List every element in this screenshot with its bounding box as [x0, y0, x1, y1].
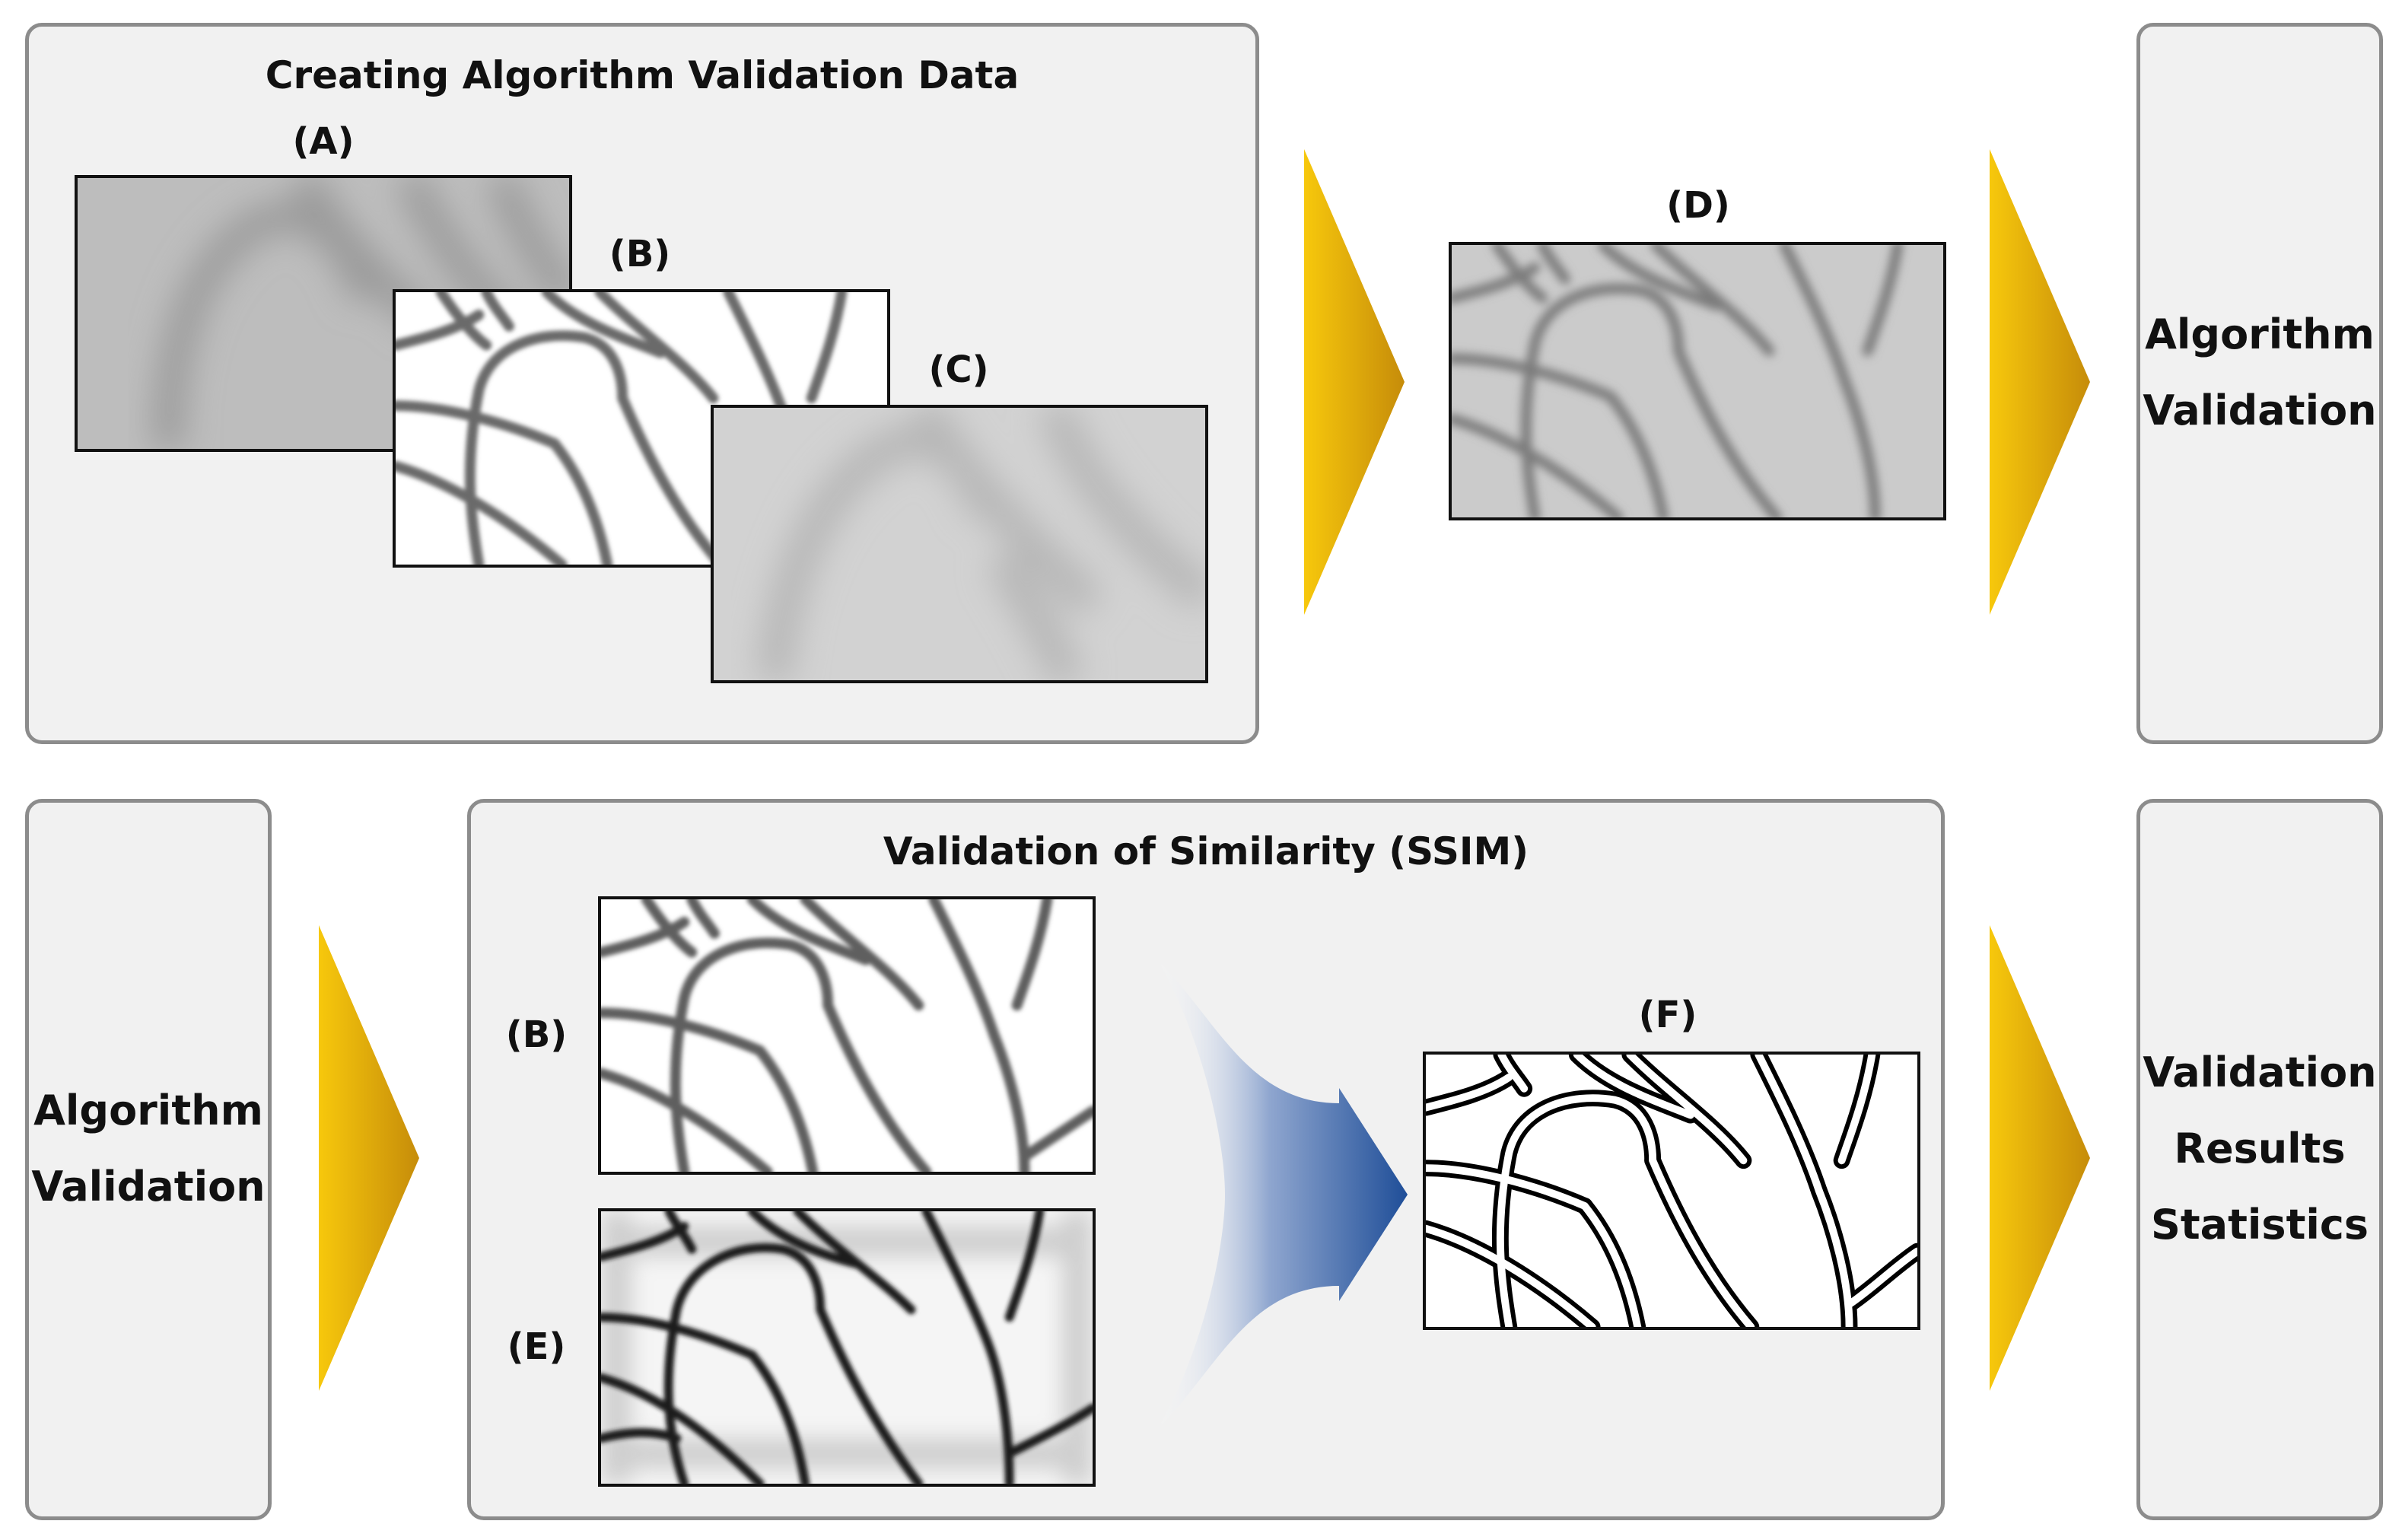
image-f-ssim-map: [1423, 1052, 1920, 1330]
chevron-arrow-icon: [319, 925, 419, 1391]
label-a: (A): [292, 120, 355, 163]
image-e-algorithm-output: [598, 1208, 1096, 1487]
box-text-line2: Validation: [2143, 387, 2377, 434]
box-text-line2: Validation: [31, 1163, 266, 1211]
image-b-ground-truth: [598, 896, 1096, 1175]
chevron-arrow-icon: [1990, 925, 2090, 1391]
algorithm-validation-box-top: Algorithm Validation: [2136, 23, 2383, 744]
image-d-synthetic-vein: [1449, 242, 1946, 520]
validation-results-statistics-box: Validation Results Statistics: [2136, 799, 2383, 1520]
chevron-arrow-icon: [1990, 149, 2090, 615]
box-text-line1: Validation: [2143, 1048, 2377, 1096]
label-f: (F): [1638, 994, 1697, 1036]
label-b-ground-truth: (B): [505, 1013, 568, 1056]
box-text-line1: Algorithm: [33, 1087, 263, 1134]
box-text-line1: Algorithm: [2145, 310, 2375, 358]
label-e: (E): [507, 1325, 566, 1368]
label-d: (D): [1666, 184, 1730, 227]
box-text-line2: Results: [2174, 1125, 2346, 1172]
panel-title: Validation of Similarity (SSIM): [883, 829, 1529, 873]
label-b: (B): [609, 233, 671, 275]
image-c-background: [711, 405, 1208, 683]
chevron-arrow-icon: [1304, 149, 1405, 615]
merge-arrow-icon: [1156, 959, 1408, 1430]
algorithm-validation-box-bottom: Algorithm Validation: [25, 799, 272, 1520]
label-c: (C): [928, 348, 989, 391]
panel-title: Creating Algorithm Validation Data: [265, 53, 1020, 97]
box-text-line3: Statistics: [2150, 1201, 2369, 1249]
